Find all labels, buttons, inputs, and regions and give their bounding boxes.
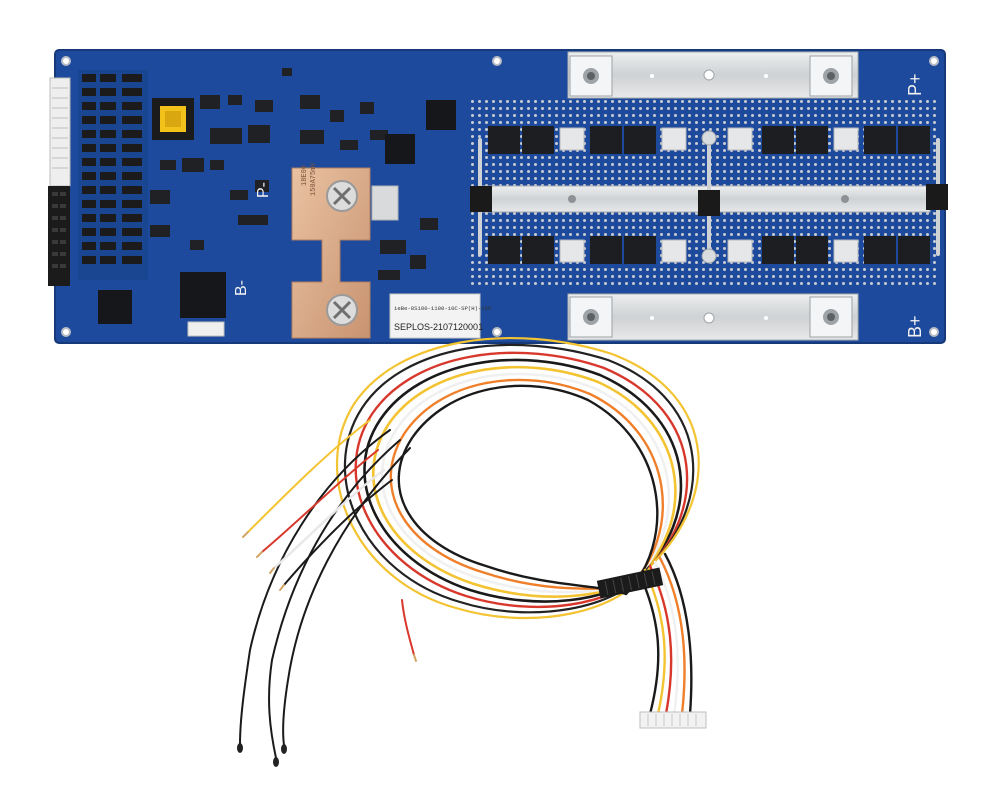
- current-shunt: 18E00 150A75mV: [291, 162, 371, 339]
- stripped-wire-ends: [242, 531, 417, 662]
- thermistor-probes: [237, 743, 287, 767]
- silver-component: [371, 185, 399, 221]
- terminal-label-p-plus: P+: [905, 73, 925, 96]
- bundle-to-connector-4: [653, 560, 679, 716]
- mosfet-row-top: [488, 126, 930, 154]
- label-serial: SEPLOS-2107120001: [394, 322, 483, 332]
- wire-black-1: [363, 358, 683, 603]
- board-label-sticker: ieBe-8S100-1100-10C-SP(H)-150 SEPLOS-210…: [389, 293, 492, 339]
- regulator-ic: [385, 134, 415, 164]
- bundle-to-connector-5: [658, 556, 686, 716]
- isolation-transformer: [152, 98, 194, 140]
- wire-black-3: [397, 384, 659, 596]
- bottom-busbar: [567, 293, 859, 341]
- wire-orange-1: [389, 378, 664, 590]
- sensor-header: [187, 321, 225, 337]
- power-ic: [426, 100, 456, 130]
- thermistor-lead-3: [282, 447, 411, 746]
- wire-tail-red-2: [401, 599, 415, 656]
- cell-balance-connector: [49, 77, 71, 187]
- wire-black-2: [343, 343, 695, 614]
- black-harness-connector: [596, 567, 664, 599]
- wire-white-1: [380, 372, 671, 594]
- wire-yellow-1: [372, 365, 677, 598]
- wire-tail-black: [283, 479, 393, 586]
- bms-circuit-board: 18E00 150A75mV B- P- ieBe-8S100-1100-10C…: [48, 49, 948, 344]
- balance-resistor-bank: [78, 70, 148, 280]
- mounting-holes: [61, 56, 939, 337]
- wire-tail-white: [272, 468, 386, 570]
- shunt-label-2: 150A75mV: [310, 162, 318, 196]
- smd-components: [150, 68, 438, 280]
- wire-harness: [239, 336, 700, 759]
- afe-chip: [98, 290, 132, 324]
- label-model: ieBe-8S100-1100-10C-SP(H)-150: [394, 305, 492, 312]
- wire-yellow-2: [335, 336, 700, 620]
- terminal-label-p-minus: P-: [255, 182, 272, 198]
- thermistor-lead-1: [239, 429, 391, 745]
- top-busbar: [567, 51, 859, 99]
- mcu-chip: [180, 272, 226, 318]
- terminal-label-b-plus: B+: [905, 315, 925, 338]
- wire-tail-red: [261, 449, 379, 553]
- wire-red-1: [354, 351, 689, 609]
- comm-header-connector: [48, 186, 70, 286]
- shunt-label-1: 18E00: [301, 165, 309, 186]
- terminal-label-b-minus: B-: [233, 280, 250, 296]
- thermistor-lead-2: [268, 439, 401, 759]
- wire-tail-yellow: [247, 419, 371, 533]
- white-harness-connector: [639, 711, 707, 729]
- bundle-to-connector-6: [663, 552, 693, 716]
- bundle-to-connector-1: [638, 573, 660, 716]
- mosfet-row-bottom: [488, 236, 930, 264]
